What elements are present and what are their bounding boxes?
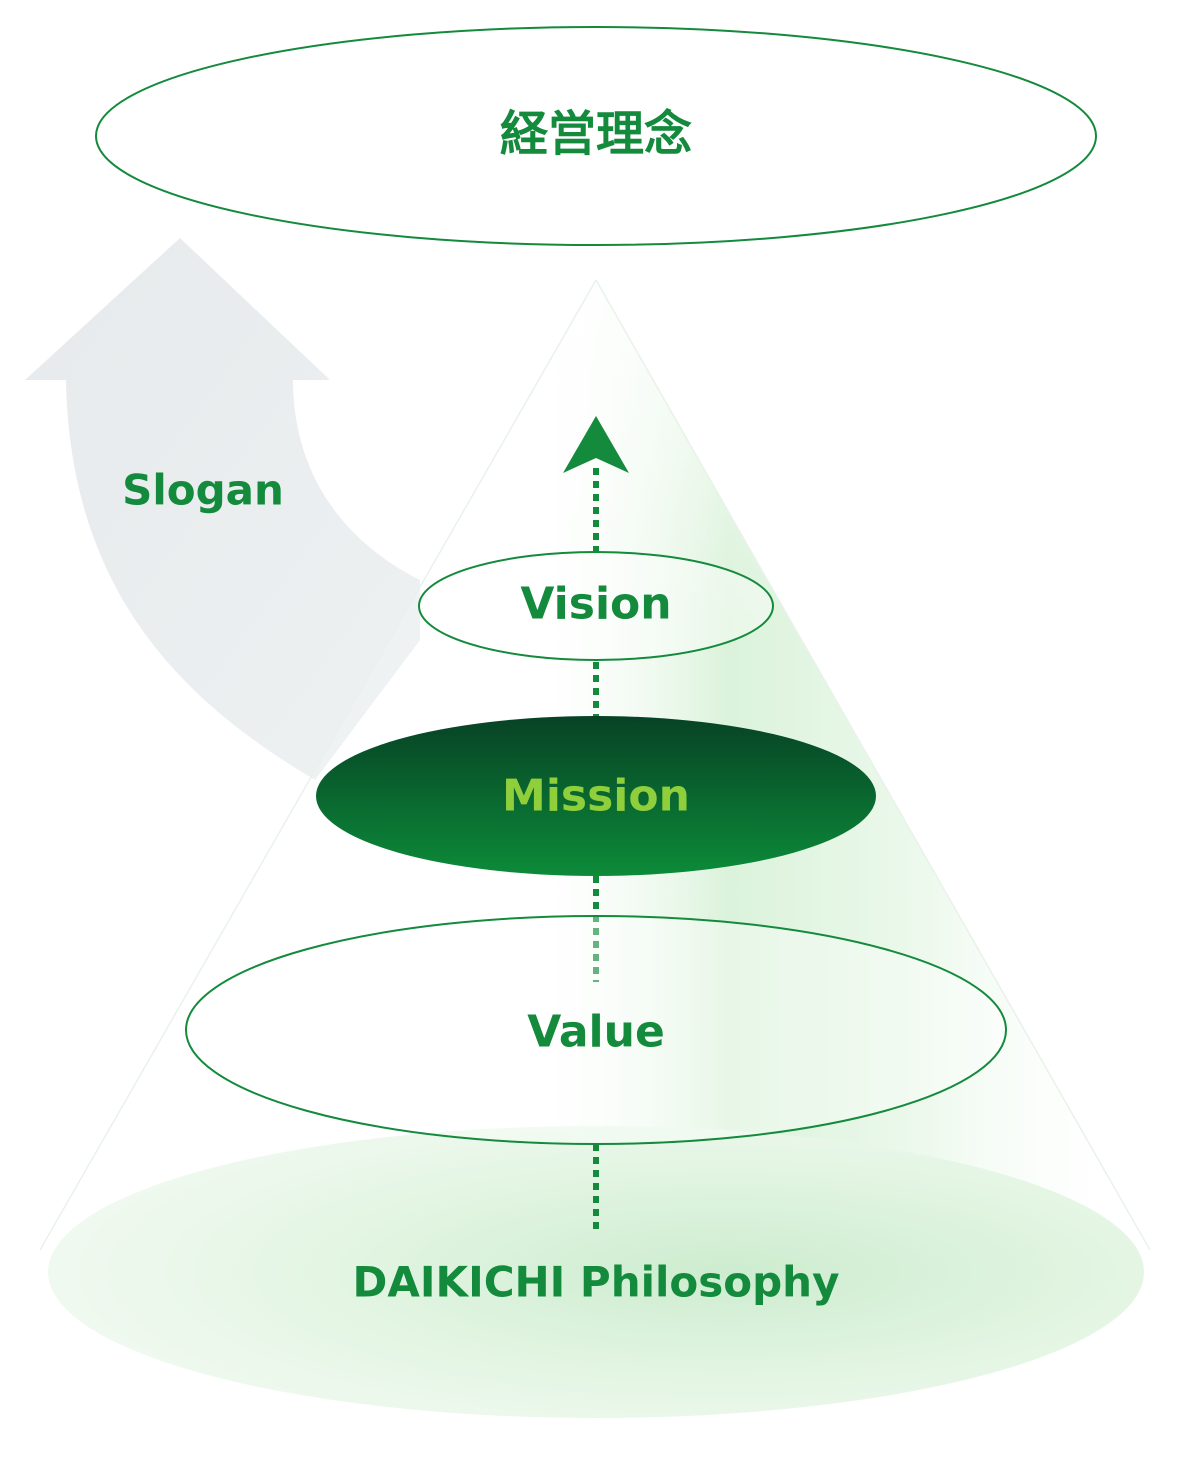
mission-label: Mission	[502, 771, 690, 822]
vision-ellipse	[418, 551, 774, 661]
philosophy-base-ellipse	[48, 1126, 1144, 1418]
slogan-arrow-shape	[25, 238, 420, 780]
cone-left-edge	[39, 279, 597, 1251]
cone-right-edge	[595, 279, 1151, 1251]
value-label: Value	[527, 1007, 665, 1058]
slogan-label: Slogan	[122, 466, 284, 515]
mission-ellipse	[316, 716, 876, 876]
arrowhead-icon	[563, 416, 629, 473]
vision-label: Vision	[520, 579, 671, 630]
value-ellipse	[185, 915, 1007, 1145]
top-label: 経営理念	[500, 106, 692, 162]
philosophy-label: DAIKICHI Philosophy	[353, 1258, 840, 1307]
top-ellipse	[95, 26, 1097, 246]
